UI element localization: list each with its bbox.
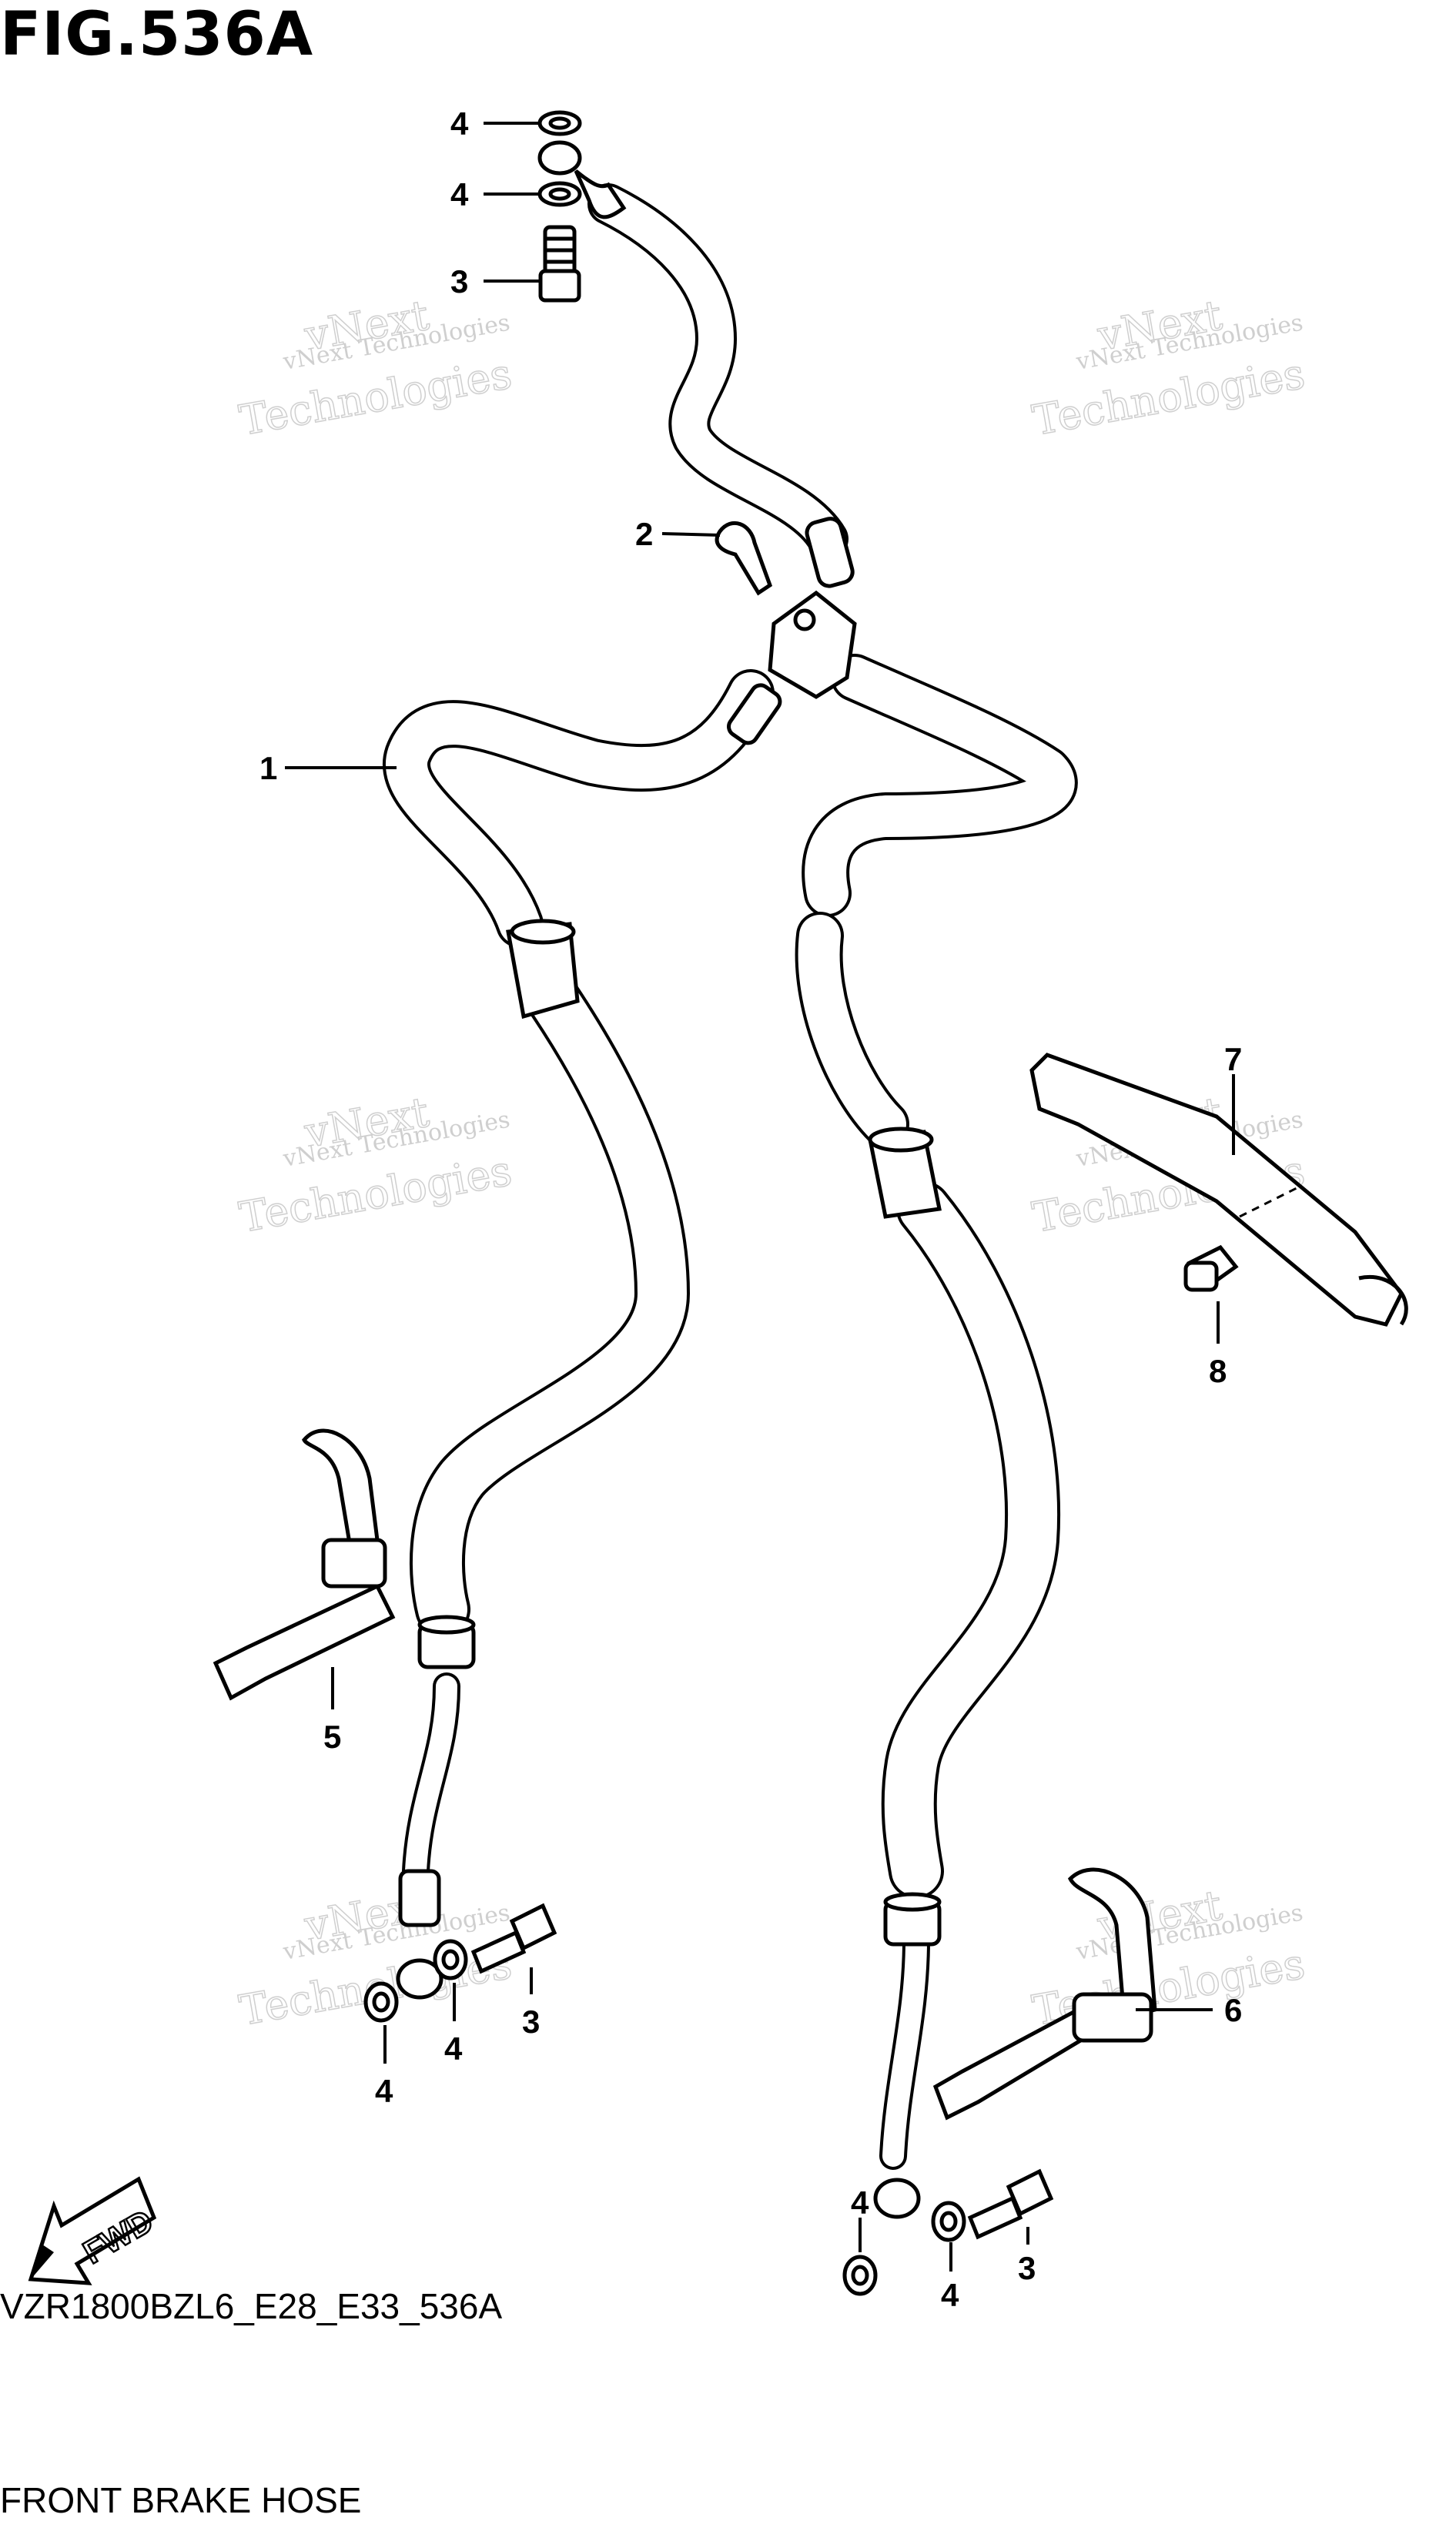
bracket-right bbox=[932, 2007, 1096, 2121]
callout-label: 4 bbox=[851, 2185, 869, 2221]
callout-numbers: 4 4 3 2 1 7 8 5 3 4 4 6 4 4 3 bbox=[259, 105, 1242, 2313]
figure-title: FIG.536A bbox=[0, 0, 314, 69]
callout-label: 2 bbox=[635, 516, 653, 552]
callout-label: 3 bbox=[522, 2004, 540, 2040]
callout-label: 6 bbox=[1224, 1992, 1242, 2028]
bolt-left-lower bbox=[470, 1930, 527, 1974]
hoses bbox=[383, 183, 1078, 2170]
callout-label: 3 bbox=[450, 263, 468, 300]
callout-label: 5 bbox=[323, 1719, 341, 1755]
watermark: vNext Technologies vNext Technologies bbox=[236, 1087, 516, 1243]
model-code: VZR1800BZL6_E28_E33_536A bbox=[0, 2286, 503, 2326]
bracket-upper-right bbox=[1029, 1053, 1404, 1327]
bolt-right-lower bbox=[967, 2195, 1023, 2240]
callout-label: 4 bbox=[450, 105, 469, 142]
leader-lines bbox=[285, 122, 1235, 2272]
svg-text:Technologies: Technologies bbox=[1029, 350, 1308, 445]
callout-label: 4 bbox=[444, 2031, 463, 2067]
svg-text:Technologies: Technologies bbox=[236, 350, 515, 445]
parts bbox=[213, 110, 1408, 2296]
callout-label: 4 bbox=[375, 2073, 393, 2109]
callout-label: 7 bbox=[1224, 1041, 1242, 1077]
diagram-caption: FRONT BRAKE HOSE bbox=[0, 2480, 362, 2520]
fitting-upper-right bbox=[805, 517, 855, 588]
bracket-left bbox=[213, 1583, 396, 1701]
banjo-left-lower bbox=[398, 1869, 441, 1927]
banjo-right-lower bbox=[873, 2178, 921, 2219]
callout-label: 1 bbox=[259, 750, 277, 786]
fitting-upper-left bbox=[727, 683, 782, 745]
callout-label: 4 bbox=[941, 2277, 959, 2313]
watermark: vNext Technologies vNext Technologies bbox=[236, 290, 516, 446]
banjo-top bbox=[537, 140, 582, 176]
svg-text:Technologies: Technologies bbox=[236, 1147, 515, 1242]
callout-label: 8 bbox=[1209, 1353, 1227, 1389]
callout-label: 3 bbox=[1018, 2250, 1036, 2286]
junction-block bbox=[768, 590, 857, 699]
bolt-junction bbox=[715, 521, 773, 596]
watermark: vNext Technologies vNext Technologies bbox=[1029, 290, 1309, 446]
fitting-top bbox=[574, 169, 627, 219]
callout-label: 4 bbox=[450, 176, 469, 213]
fwd-arrow-icon: FWD bbox=[28, 2176, 160, 2285]
